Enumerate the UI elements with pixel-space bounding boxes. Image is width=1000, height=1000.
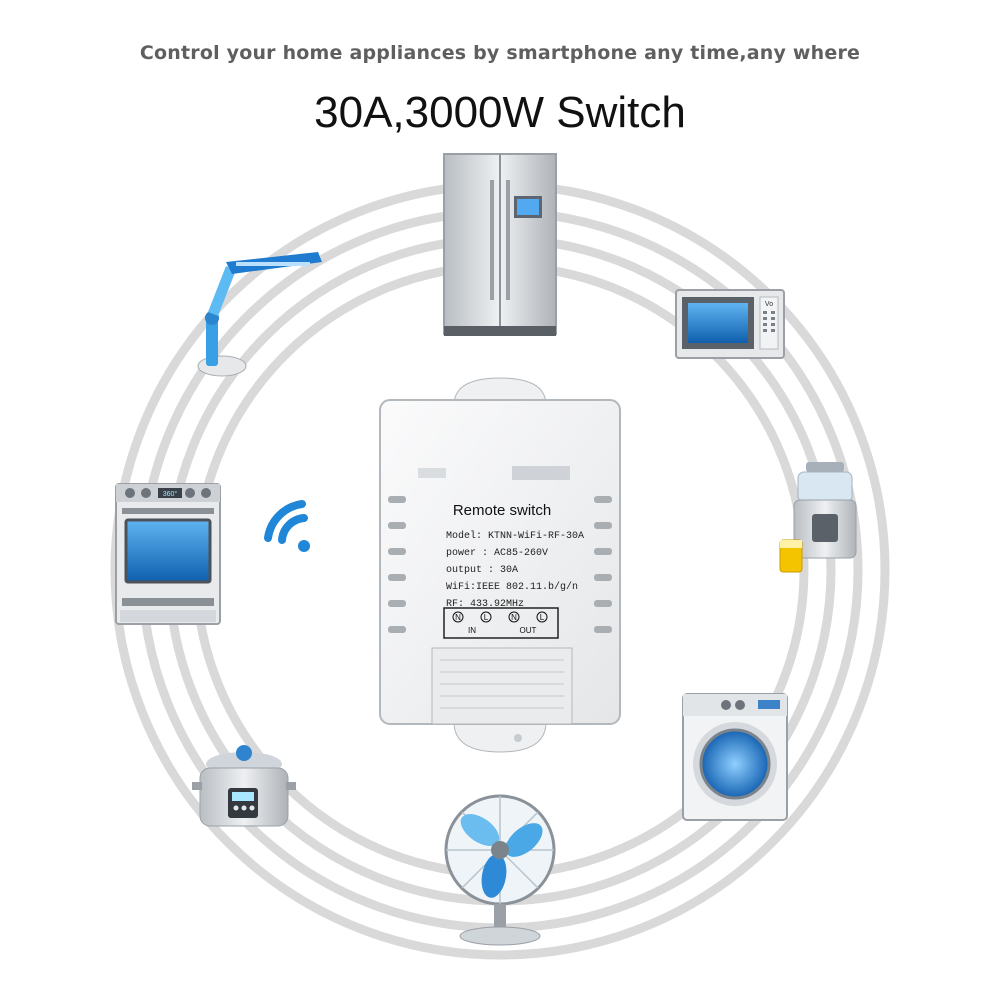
terminal-group-out: OUT: [520, 626, 537, 635]
terminal-n-out: N: [511, 613, 517, 622]
spec-wifi: WiFi:IEEE 802.11.b/g/n: [446, 581, 578, 593]
wifi-icon: [264, 500, 310, 552]
terminal-group-in: IN: [468, 626, 476, 635]
remote-switch-device: Remote switch Model: KTNN-WiFi-RF-30A po…: [379, 377, 621, 753]
spec-output: output : 30A: [446, 565, 518, 576]
microwave-badge: Vo: [765, 301, 773, 308]
tagline: Control your home appliances by smartpho…: [139, 42, 861, 64]
fan-icon: [444, 794, 556, 946]
headline: 30A,3000W Switch: [314, 88, 686, 137]
spec-power: power : AC85-260V: [446, 548, 548, 559]
desk-lamp-icon: [197, 252, 322, 377]
spec-rf: RF: 433.92MHz: [446, 599, 524, 610]
terminal-l-out: L: [540, 613, 545, 622]
terminal-n-in: N: [455, 613, 461, 622]
oven-icon: 360°: [115, 483, 221, 625]
oven-display: 360°: [163, 490, 178, 498]
refrigerator-icon: [443, 153, 557, 336]
washing-machine-icon: [682, 693, 788, 821]
spec-model: Model: KTNN-WiFi-RF-30A: [446, 530, 584, 542]
device-title: Remote switch: [453, 502, 551, 519]
terminal-l-in: L: [484, 613, 489, 622]
rice-cooker-icon: [192, 745, 296, 827]
juicer-icon: [779, 462, 857, 573]
microwave-icon: Vo: [675, 289, 785, 359]
